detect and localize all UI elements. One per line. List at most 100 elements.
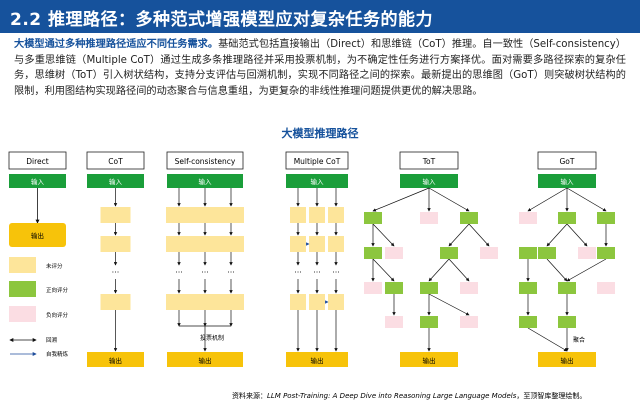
tot-node-7: [480, 247, 498, 259]
tot-node-4: [364, 247, 382, 259]
tot-node-6: [440, 247, 458, 259]
title-bar: 2.2 推理路径：多种范式增强模型应对复杂任务的能力: [0, 0, 640, 33]
got-node-6: [578, 247, 596, 259]
sc-chain-1-dots: ···: [175, 268, 183, 277]
mcot-chain-1-node-3: [290, 294, 306, 310]
got-edge-root-3: [566, 187, 607, 212]
got-edge-root-1: [527, 187, 568, 212]
intro-lead: 大模型通过多种推理路径适应不同任务需求。: [14, 39, 219, 50]
got-edge-a: [546, 223, 568, 247]
mcot-chain-3-node-2: [328, 236, 344, 252]
tot-node-10: [420, 282, 438, 294]
sc-chain-3-node-3: [218, 294, 244, 310]
tot-node-5: [385, 247, 403, 259]
mcot-chain-3-dots: ···: [332, 268, 340, 277]
got-aggregate-label: 聚合: [573, 336, 585, 344]
got-edge-e: [546, 258, 568, 282]
col-direct-label: Direct: [26, 157, 49, 166]
legend-unscored-label: 未评分: [46, 262, 63, 270]
got-node-3: [597, 212, 615, 224]
got-edge-f: [566, 258, 607, 282]
tot-output-label: 输出: [423, 356, 436, 365]
mcot-chain-2-dots: ···: [313, 268, 321, 277]
legend-refine-label: 自我精炼: [46, 350, 69, 358]
got-output-label: 输出: [561, 356, 574, 365]
got-node-11: [519, 316, 537, 328]
cot-node-2: [100, 236, 131, 252]
col-tot-label: ToT: [422, 157, 436, 166]
col-cot: CoT 输入 输出: [86, 151, 145, 367]
direct-output-label: 输出: [31, 231, 44, 240]
col-mcot-label: Multiple CoT: [294, 157, 341, 166]
tot-edge-b: [372, 223, 395, 247]
direct-input-label: 输入: [31, 177, 45, 186]
col-self-consistency: Self-consistency 输入 投票机制 输出: [166, 151, 244, 367]
source-suffix: ，至顶智库整理绘制。: [516, 391, 586, 400]
source-text: 资料来源：LLM Post-Training: A Deep Dive into…: [232, 391, 586, 400]
tot-edge-root-1: [372, 187, 430, 212]
mcot-chain-1-dots: ···: [294, 268, 302, 277]
intro-paragraph: 大模型通过多种推理路径适应不同任务需求。基础范式包括直接输出（Direct）和思…: [14, 37, 626, 99]
got-node-9: [558, 282, 576, 294]
cot-input-label: 输入: [109, 177, 123, 186]
tot-edge-k: [428, 293, 470, 316]
source-citation: LLM Post-Training: A Deep Dive into Reas…: [267, 392, 517, 400]
got-node-10: [597, 282, 615, 294]
tot-node-12: [385, 316, 403, 328]
col-got-label: GoT: [560, 157, 575, 166]
diagram-title: 大模型推理路径: [281, 127, 359, 140]
got-node-4: [519, 247, 537, 259]
mcot-chain-3-node-3: [328, 294, 344, 310]
tot-edge-root-3: [428, 187, 470, 212]
sc-input-label: 输入: [199, 177, 213, 186]
intro-body: 基础范式包括直接输出（Direct）和思维链（CoT）推理。自一致性（Self-…: [14, 39, 626, 97]
col-multiple-cot: Multiple CoT 输入 输出: [285, 151, 349, 367]
sc-chain-2-dots: ···: [201, 268, 209, 277]
mcot-chain-1-node-2: [290, 236, 306, 252]
col-cot-label: CoT: [108, 157, 123, 166]
tot-input-label: 输入: [423, 177, 437, 186]
sc-chain-3-node-2: [218, 236, 244, 252]
col-got: GoT 输入 聚合 输出: [537, 151, 597, 367]
sc-chain-2-node-3: [192, 294, 218, 310]
got-node-1: [519, 212, 537, 224]
cot-output-label: 输出: [109, 356, 122, 365]
tot-edge-d: [468, 223, 490, 247]
mcot-input-label: 输入: [311, 177, 325, 186]
tot-node-1: [364, 212, 382, 224]
got-node-7: [597, 247, 615, 259]
legend-backtrack-label: 回溯: [46, 336, 58, 344]
sc-chain-2-node-1: [192, 207, 218, 223]
got-node-8: [519, 282, 537, 294]
mcot-output-label: 输出: [311, 356, 324, 365]
got-node-2: [558, 212, 576, 224]
mcot-chain-2-node-1: [309, 207, 325, 223]
tot-node-11: [460, 282, 478, 294]
col-direct: Direct 输入 输出: [8, 151, 67, 247]
tot-node-2: [420, 212, 438, 224]
sc-chain-2-node-2: [192, 236, 218, 252]
sc-chain-3-node-1: [218, 207, 244, 223]
sc-chain-3-dots: ···: [227, 268, 235, 277]
got-node-5: [538, 247, 556, 259]
legend-negative-label: 负向评分: [46, 311, 69, 319]
mcot-chain-3-node-1: [328, 207, 344, 223]
mcot-chain-2-node-3: [309, 294, 325, 310]
got-edge-b: [566, 223, 588, 247]
got-edge-agg-1: [527, 327, 568, 352]
tot-edge-c: [448, 223, 470, 247]
tot-edge-g: [428, 258, 450, 282]
cot-dots: ···: [112, 268, 120, 277]
page-title: 2.2 推理路径：多种范式增强模型应对复杂任务的能力: [10, 10, 434, 30]
tot-node-9: [385, 282, 403, 294]
sc-chain-1-node-2: [166, 236, 192, 252]
tot-node-8: [364, 282, 382, 294]
legend-swatch-negative: [9, 306, 36, 322]
tot-edge-f: [372, 258, 395, 282]
legend-swatch-unscored: [9, 257, 36, 273]
tot-node-3: [460, 212, 478, 224]
sc-output-label: 输出: [199, 356, 212, 365]
source-prefix: 资料来源：: [232, 391, 267, 400]
got-input-label: 输入: [561, 177, 575, 186]
